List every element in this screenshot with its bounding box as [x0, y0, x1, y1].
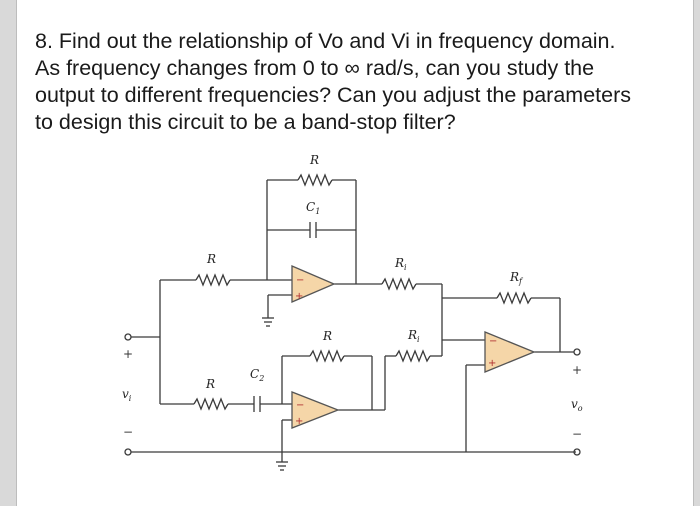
vi-minus-label: − [123, 425, 133, 439]
question-text: 8. Find out the relationship of Vo and V… [35, 28, 685, 136]
resistor-r-left-top [195, 273, 231, 287]
label-c2: C2 [250, 367, 264, 383]
label-r-left-top: R [206, 252, 216, 266]
question-line-4: to design this circuit to be a band-stop… [35, 110, 456, 134]
resistor-r-top [297, 173, 333, 187]
vo-minus-terminal [573, 448, 581, 456]
resistor-ri-top [381, 277, 417, 291]
vi-plus-label: + [123, 347, 133, 361]
vi-plus-terminal [124, 333, 132, 341]
label-ri-mid: Ri [407, 328, 420, 344]
vo-plus-terminal [573, 348, 581, 356]
vi-minus-terminal [124, 448, 132, 456]
resistor-rf [496, 291, 532, 305]
resistor-r-bottom [193, 397, 229, 411]
opamp-2: − + [291, 391, 340, 429]
vo-plus-label: + [572, 363, 582, 377]
label-r-mid: R [322, 329, 332, 343]
opamp-3: − + [484, 331, 536, 373]
vi-label: vi [122, 387, 132, 403]
label-r-bottom: R [205, 377, 215, 391]
opamp-1-minus-sign: − [296, 275, 304, 286]
question-line-3: output to different frequencies? Can you… [35, 83, 632, 107]
resistor-ri-mid [395, 349, 431, 363]
vo-minus-label: − [572, 427, 582, 441]
label-c1: C1 [306, 200, 320, 216]
wires [124, 173, 581, 471]
document-page: 8. Find out the relationship of Vo and V… [16, 0, 694, 506]
label-rf: Rf [509, 270, 524, 286]
resistor-r-mid [309, 349, 345, 363]
opamp-2-plus-sign: + [295, 416, 303, 427]
opamp-1-plus-sign: + [295, 291, 303, 302]
label-ri-top: Ri [394, 256, 407, 272]
opamp-2-minus-sign: − [296, 400, 304, 411]
opamp-3-plus-sign: + [488, 358, 496, 369]
vo-label: vo [571, 397, 583, 413]
opamp-1: − + [291, 265, 336, 303]
question-line-1: 8. Find out the relationship of Vo and V… [35, 29, 616, 53]
opamp-3-minus-sign: − [489, 336, 497, 347]
label-r-top: R [309, 153, 319, 167]
question-line-2: As frequency changes from 0 to ∞ rad/s, … [35, 56, 595, 80]
